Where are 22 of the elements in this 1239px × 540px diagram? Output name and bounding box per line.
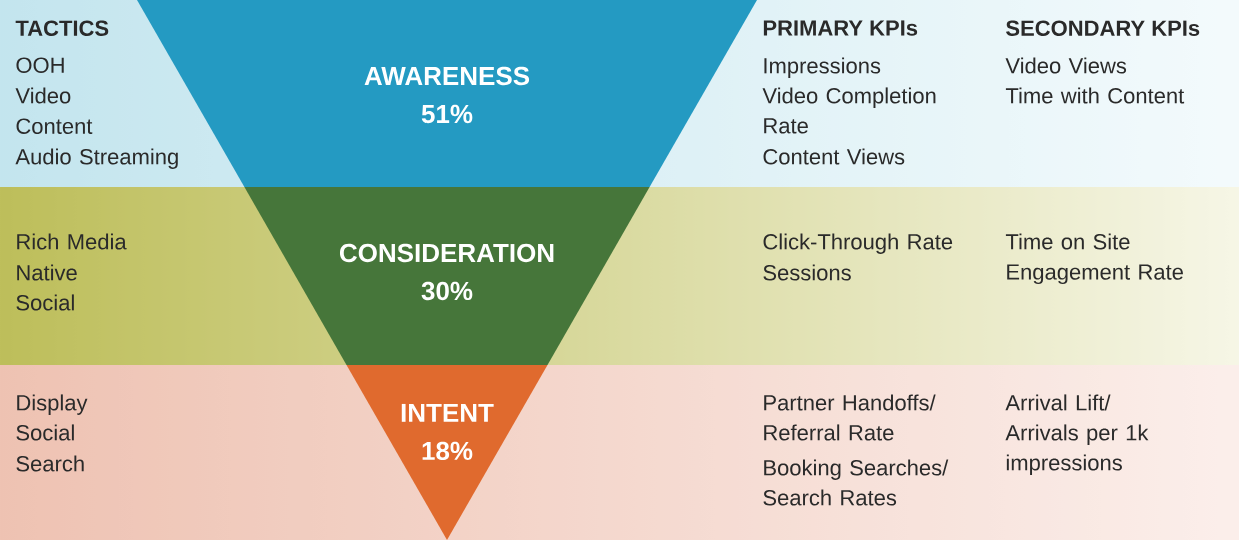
list-item: Partner Handoffs/ Referral Rate: [764, 394, 936, 441]
list-item: Video Views: [1005, 57, 1127, 74]
list-item: Video: [15, 87, 71, 104]
list-item: Native: [17, 264, 77, 281]
list-item: OOH: [16, 57, 64, 73]
list-item: Search: [16, 455, 84, 472]
funnel-segment: CONSIDERATION 30%: [244, 187, 650, 365]
column-heading: SECONDARY KPIs: [1006, 20, 1200, 36]
list-item: Engagement Rate: [1007, 264, 1183, 285]
list-item: Sessions: [763, 264, 851, 281]
list-item: Arrival Lift/ Arrivals per 1k impressions: [1005, 394, 1149, 475]
column-heading: TACTICS: [15, 20, 109, 36]
funnel-segment: INTENT 18%: [346, 365, 548, 540]
list-item: Rich Media: [17, 233, 127, 250]
list-item: Social: [16, 294, 74, 311]
list-item: Display: [17, 394, 88, 415]
list-item: Content: [16, 118, 93, 134]
list-item: Time with Content: [1005, 87, 1185, 104]
list-item: Click-Through Rate: [763, 233, 953, 254]
list-item: Booking Searches/ Search Rates: [763, 459, 949, 506]
list-item: Time on Site: [1005, 233, 1130, 250]
list-item: Social: [16, 424, 74, 441]
